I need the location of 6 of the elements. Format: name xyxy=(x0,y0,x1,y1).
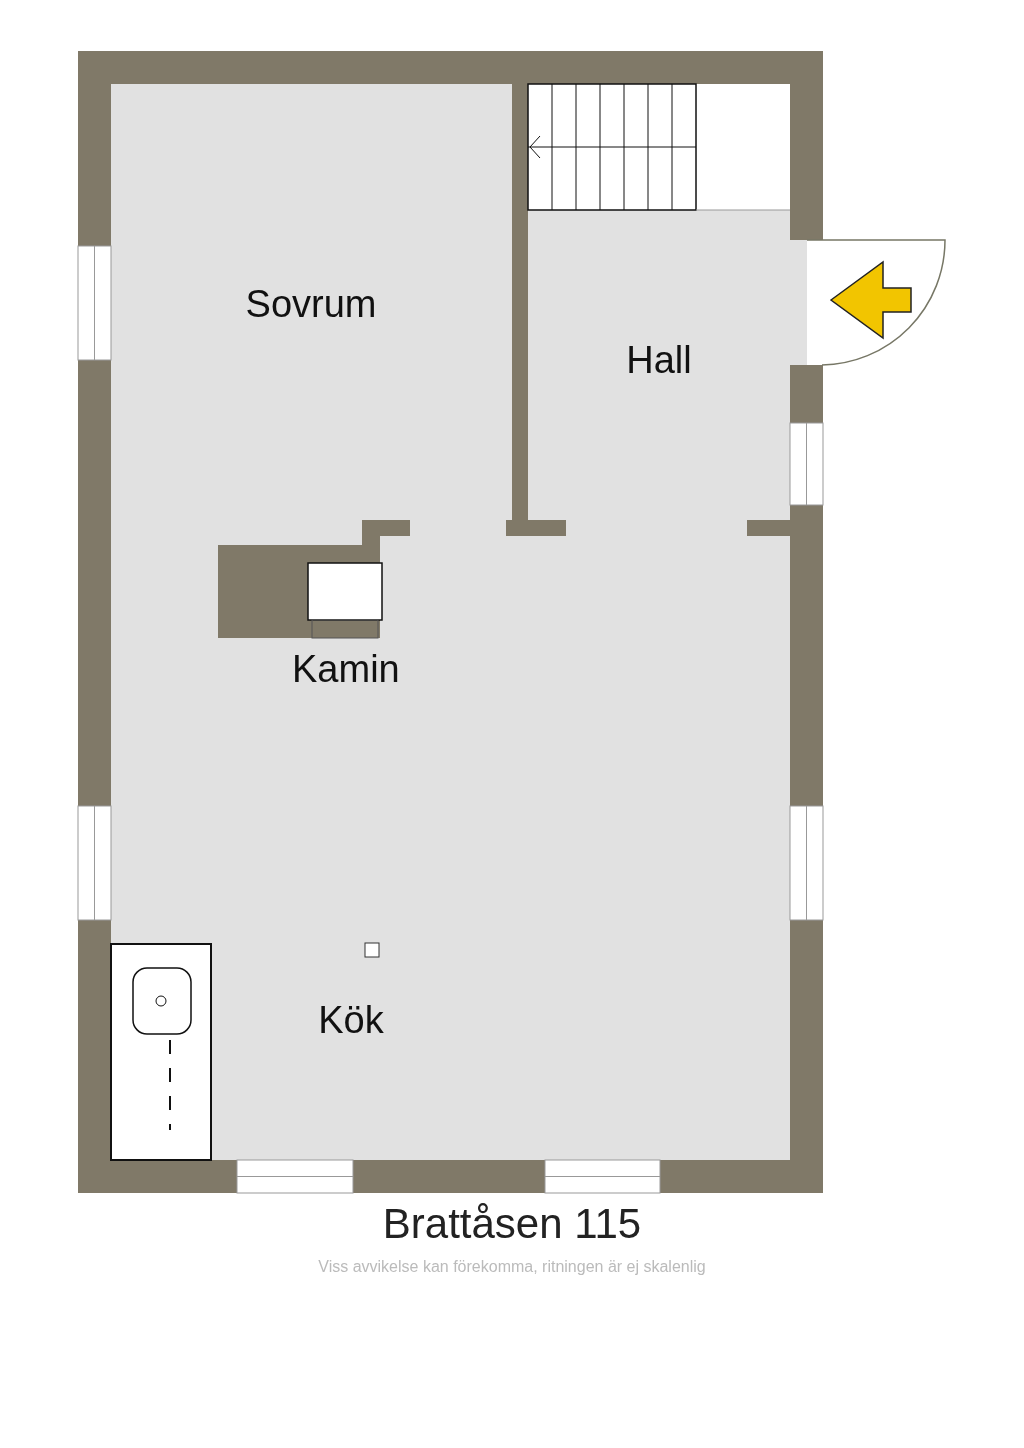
room-label: Sovrum xyxy=(245,282,377,326)
address-title: Brattåsen 115 xyxy=(381,1200,643,1248)
room-label: Hall xyxy=(626,338,692,382)
room-label: Kök xyxy=(318,998,384,1042)
disclaimer-caption: Viss avvikelse kan förekomma, ritningen är ej skalenlig xyxy=(317,1258,707,1276)
fireplace-label: Kamin xyxy=(292,648,400,691)
